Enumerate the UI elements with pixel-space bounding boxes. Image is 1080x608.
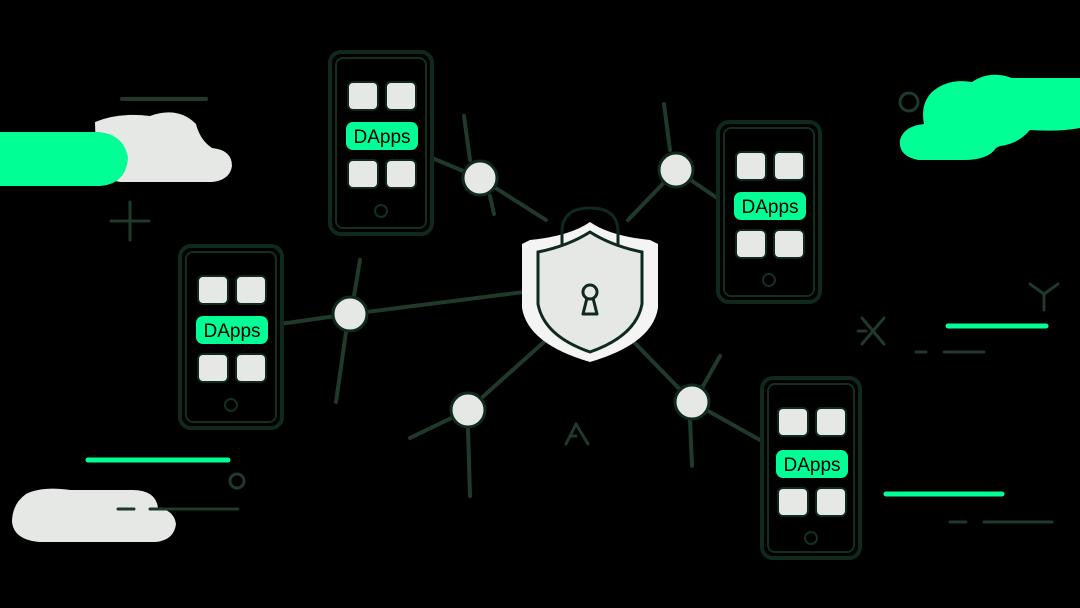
decor-lines <box>85 97 1054 524</box>
phone-top-left: DApps <box>328 50 434 236</box>
phone-screen-border <box>767 383 855 553</box>
phone-right: DApps <box>716 120 822 304</box>
sparkle-icons <box>109 91 1060 490</box>
cloud-top-right <box>899 74 1080 160</box>
app-tile <box>197 275 229 305</box>
dapps-label: DApps <box>783 455 840 476</box>
app-tile <box>735 229 767 259</box>
app-tile <box>235 275 267 305</box>
network-node-icon <box>331 295 369 333</box>
app-tile <box>735 151 767 181</box>
app-tile <box>385 159 417 189</box>
app-tile <box>815 487 847 517</box>
ring-sparkle-icon <box>898 91 920 113</box>
home-button-icon <box>762 273 776 287</box>
cloud-top-left <box>0 112 232 186</box>
dapps-badge <box>734 192 806 220</box>
app-tile <box>773 151 805 181</box>
ring-sparkle-icon <box>228 472 246 490</box>
dapps-badge <box>346 122 418 150</box>
y-sparkle-icon <box>1028 282 1060 312</box>
app-tile <box>385 81 417 111</box>
home-button-icon <box>374 204 388 218</box>
phone-screen-border <box>723 127 815 297</box>
network-node-icon <box>449 391 487 429</box>
network-node-icon <box>673 383 711 421</box>
app-tile <box>815 407 847 437</box>
app-tile <box>235 353 267 383</box>
network-nodes <box>331 151 711 429</box>
central-shield-lock <box>522 206 658 362</box>
phone-screen-border <box>335 57 427 229</box>
phone-bottom-right: DApps <box>760 376 862 560</box>
keyhole-icon <box>581 283 599 316</box>
x-sparkle-icon <box>856 316 886 346</box>
app-tile <box>197 353 229 383</box>
app-tile <box>347 81 379 111</box>
cloud-bottom-left <box>12 488 176 542</box>
phone-screen-border <box>185 251 277 423</box>
dapps-label: DApps <box>741 197 798 218</box>
network-node-icon <box>461 159 499 197</box>
app-tile <box>777 407 809 437</box>
shield-lock-icon <box>536 230 644 354</box>
plus-sparkle-icon <box>109 200 151 242</box>
lock-shackle-icon <box>560 206 620 250</box>
dapps-badge <box>196 316 268 344</box>
dapps-label: DApps <box>353 127 410 148</box>
network-node-icon <box>657 151 695 189</box>
app-tile <box>777 487 809 517</box>
lambda-sparkle-icon <box>564 422 590 446</box>
phone-left: DApps <box>178 244 284 430</box>
home-button-icon <box>804 531 818 545</box>
dapps-badge <box>776 450 848 478</box>
dapps-label: DApps <box>203 321 260 342</box>
app-tile <box>773 229 805 259</box>
home-button-icon <box>224 398 238 412</box>
app-tile <box>347 159 379 189</box>
